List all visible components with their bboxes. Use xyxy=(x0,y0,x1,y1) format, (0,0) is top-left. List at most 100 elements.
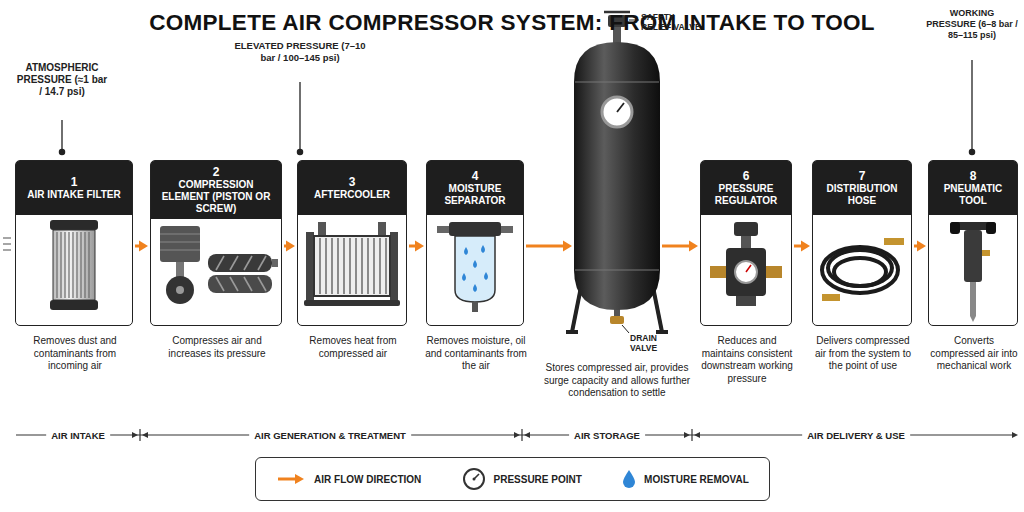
arrow-sample-line xyxy=(278,478,296,481)
compressor-illustration-part-part xyxy=(244,277,252,291)
legend-icon xyxy=(462,467,486,491)
moisture-separator-illustration-part xyxy=(501,226,513,233)
compressor-illustration-part-part xyxy=(258,256,266,270)
box-header: 8PNEUMATIC TOOL xyxy=(929,161,1017,215)
pressure-dot xyxy=(969,149,974,154)
storage-tank: Stores compressed air, provides surge ca… xyxy=(574,42,660,310)
section-bracket-part xyxy=(524,432,530,438)
gauge-icon xyxy=(462,467,486,491)
legend-text: AIR FLOW DIRECTION xyxy=(314,474,421,485)
pressure-dot xyxy=(59,149,64,154)
flow-arrow xyxy=(526,241,572,252)
aftercooler-illustration-part-part xyxy=(325,238,326,294)
section-label: AIR INTAKE xyxy=(46,430,110,441)
regulator-illustration xyxy=(710,222,782,306)
box-header: 2COMPRESSION ELEMENT (PISTON OR SCREW) xyxy=(151,161,281,219)
hose-illustration-part xyxy=(884,238,904,245)
regulator-illustration-part xyxy=(746,265,751,272)
box-description: Removes dust and contaminants from incom… xyxy=(15,335,135,373)
moisture-separator-illustration-part xyxy=(462,245,488,292)
aftercooler-illustration-part xyxy=(390,232,398,300)
air-filter-illustration-part xyxy=(57,232,89,298)
compressor-illustration-part-part xyxy=(216,256,224,270)
aftercooler-illustration-part xyxy=(318,222,326,236)
section-label: AIR GENERATION & TREATMENT xyxy=(249,430,411,441)
box-title: PNEUMATIC TOOL xyxy=(932,183,1014,207)
arrow-head xyxy=(689,241,698,252)
tank-fittings-part xyxy=(622,325,629,333)
tank-fittings-part xyxy=(656,330,668,334)
arrow-head xyxy=(801,241,810,252)
flow-arrow xyxy=(284,241,295,252)
box-header: 3AFTERCOOLER xyxy=(298,161,406,215)
intake-air-arrows xyxy=(3,238,11,250)
air-filter-illustration-part-part xyxy=(72,232,73,298)
pressure-dot xyxy=(297,149,302,154)
section-bracket-part xyxy=(142,432,148,438)
callout-number: 2 xyxy=(154,165,278,179)
box-header: 4MOISTURE SEPARATOR xyxy=(427,161,523,215)
hose-illustration-part xyxy=(834,258,886,286)
moisture-separator-illustration-part xyxy=(455,236,495,302)
moisture-separator-illustration-part-part xyxy=(481,245,485,253)
aftercooler-illustration-part xyxy=(306,232,314,300)
compressor-illustration-part xyxy=(160,226,200,262)
air-filter-illustration-part xyxy=(50,300,98,310)
box-description: Compresses air and increases its pressur… xyxy=(150,335,284,360)
arrow-sample-head xyxy=(295,474,304,484)
jackhammer-illustration-part xyxy=(970,282,976,316)
process-box: 3AFTERCOOLERRemoves heat from compressed… xyxy=(297,160,407,326)
aftercooler-illustration-part-part xyxy=(319,238,320,294)
legend-icon xyxy=(276,472,306,486)
process-box: 7DISTRIBUTION HOSEDelivers compressed ai… xyxy=(812,160,912,326)
moisture-separator-illustration-part-part xyxy=(462,273,466,281)
flow-arrow xyxy=(409,241,424,252)
compressor-illustration-part-part xyxy=(258,277,266,291)
tank-fittings xyxy=(566,12,668,334)
aftercooler-illustration-part xyxy=(304,300,400,306)
air-filter-illustration-part-part xyxy=(76,232,77,298)
box-title: AFTERCOOLER xyxy=(301,189,403,201)
aftercooler-illustration-part-part xyxy=(379,238,380,294)
section-label: AIR DELIVERY & USE xyxy=(802,430,910,441)
leader-line xyxy=(299,82,300,149)
moisture-separator-illustration-part xyxy=(472,302,478,312)
air-filter-illustration-part-part xyxy=(56,232,57,298)
legend-item: PRESSURE POINT xyxy=(462,467,582,491)
hose-illustration-part xyxy=(822,294,840,301)
compressor-illustration-part xyxy=(160,234,200,250)
callout-number: 7 xyxy=(816,169,908,183)
aftercooler-illustration-part-part xyxy=(373,238,374,294)
compressor-illustration-part-part xyxy=(230,256,238,270)
process-box: 6PRESSURE REGULATORReduces and maintains… xyxy=(700,160,792,326)
pressure-label: ELEVATED PRESSURE (7–10 bar / 100–145 ps… xyxy=(230,40,370,64)
intake-air-arrows-part xyxy=(3,249,11,251)
intake-air-arrows-part xyxy=(3,237,11,239)
legend-box: AIR FLOW DIRECTIONPRESSURE POINTMOISTURE… xyxy=(255,457,770,501)
compressor-illustration-part xyxy=(208,254,272,272)
regulator-illustration-part xyxy=(741,236,751,248)
air-filter-illustration-part xyxy=(50,220,98,230)
gauge-rim xyxy=(464,469,484,489)
compressor-illustration-part-part xyxy=(160,241,200,242)
pressure-gauge xyxy=(602,97,632,127)
arrow-sample xyxy=(276,472,306,486)
legend-icon xyxy=(622,469,636,489)
aftercooler-illustration-part xyxy=(314,236,390,296)
tank-body xyxy=(574,42,660,310)
jackhammer-illustration-part xyxy=(970,316,976,322)
leader-line xyxy=(971,60,972,149)
flow-line xyxy=(662,245,691,248)
callout-number: 3 xyxy=(301,175,403,189)
section-bracket-part xyxy=(139,429,140,441)
box-description: Removes moisture, oil and contaminants f… xyxy=(421,335,531,373)
compressor-illustration-part-part xyxy=(244,256,252,270)
pressure-label: ATMOSPHERIC PRESSURE (≈1 bar / 14.7 psi) xyxy=(14,62,110,98)
gauge-needle xyxy=(617,103,624,112)
compressor-illustration-part-part xyxy=(160,249,200,250)
air-filter-illustration-part xyxy=(53,230,95,300)
intake-air-arrows-part xyxy=(3,243,11,245)
aftercooler-illustration-part-part xyxy=(385,238,386,294)
compressor-illustration-part xyxy=(216,256,266,291)
diagram-title: COMPLETE AIR COMPRESSOR SYSTEM: FROM INT… xyxy=(0,10,1024,36)
